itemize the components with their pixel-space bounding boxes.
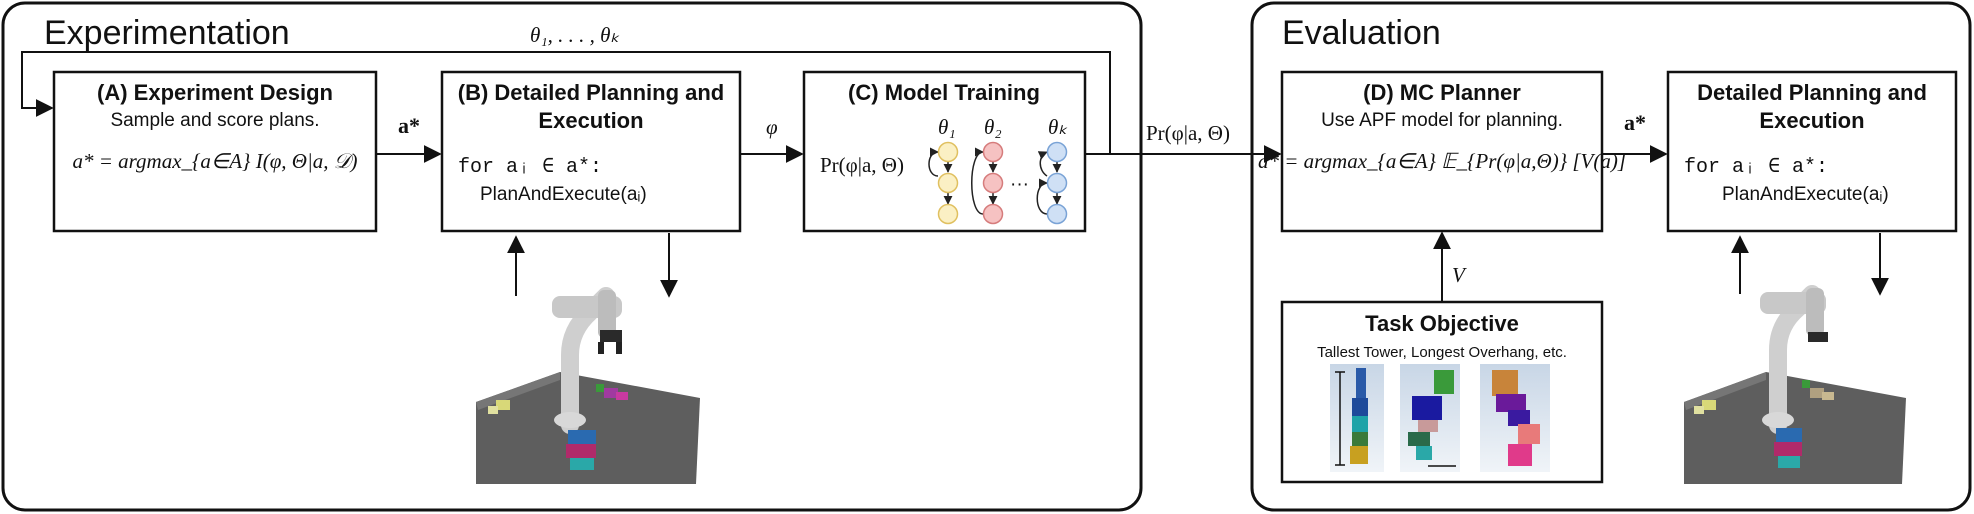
experimentation-title: Experimentation [44,14,290,52]
mc-planner-box [1280,70,1604,233]
arrow-label-pr: Pr(φ|a, Θ) [1146,121,1230,145]
arrow-label-v: V [1452,263,1467,287]
mc-planner-subtitle: Use APF model for planning. [1321,110,1563,131]
detailed-planning-a-title-2: Execution [538,108,643,133]
task-objective-title: Task Objective [1365,311,1519,336]
feedback-label: θ₁, . . . , θₖ [530,23,620,47]
experiment-design-title: (A) Experiment Design [97,80,333,105]
model-ellipsis: ··· [1010,174,1029,195]
detailed-planning-box-a [440,70,742,233]
detailed-planning-box-b [1666,70,1958,233]
robot-scene-b [1684,285,1906,484]
experiment-design-box [52,70,378,233]
node-chain-blue [1036,141,1068,225]
evaluation-title: Evaluation [1282,14,1441,52]
mc-planner-formula: a* = argmax_{a∈A} 𝔼_{Pr(φ|a,Θ)} [V(a)] [1258,149,1626,173]
detailed-planning-b-title-2: Execution [1759,108,1864,133]
node-chain-red [971,141,1004,225]
detailed-planning-b-code-1: for aᵢ ∈ a*: [1684,156,1828,179]
detailed-planning-a-code-1: for aᵢ ∈ a*: [458,156,602,179]
detailed-planning-b-title-1: Detailed Planning and [1697,80,1927,105]
theta-label-2: θ₂ [984,115,1002,139]
theta-label-1: θ₁ [938,115,956,139]
experiment-design-subtitle: Sample and score plans. [110,110,319,131]
detailed-planning-b-code-2: PlanAndExecute(aᵢ) [1722,184,1889,205]
detailed-planning-a-code-2: PlanAndExecute(aᵢ) [480,184,647,205]
node-chain-yellow [928,141,959,225]
theta-label-k: θₖ [1048,115,1068,139]
arrow-label-phi: φ [766,115,778,139]
detailed-planning-a-title-1: (B) Detailed Planning and [458,80,724,105]
robot-scene-a [476,287,700,484]
task-image-tallest-tower [1330,364,1384,472]
task-objective-subtitle: Tallest Tower, Longest Overhang, etc. [1317,344,1567,361]
evaluation-panel [1250,1,1972,512]
model-training-title: (C) Model Training [848,80,1040,105]
task-image-longest-overhang [1400,364,1460,472]
arrow-label-a-star-1: a* [398,113,420,138]
experimentation-panel [1,1,1143,512]
experiment-design-formula: a* = argmax_{a∈A} I(φ, Θ|a, 𝒟) [72,149,357,173]
model-training-formula: Pr(φ|a, Θ) [820,153,904,177]
task-image-stack [1480,364,1550,472]
arrow-label-a-star-2: a* [1624,110,1646,135]
mc-planner-title: (D) MC Planner [1363,80,1521,105]
feedback-loop-line [21,51,1111,154]
